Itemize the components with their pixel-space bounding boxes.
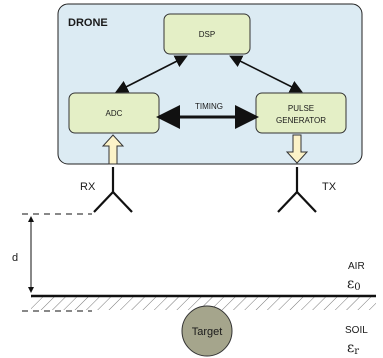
soil-eps-sub: r: [354, 346, 359, 357]
drone-title: DRONE: [68, 17, 108, 29]
pulse-generator-block: [255, 92, 347, 134]
pulse-label-line1: PULSE: [288, 104, 314, 113]
dsp-pulse-arrow: [229, 55, 303, 93]
rx-signal-arrow: [101, 134, 125, 165]
soil-permittivity: εr: [347, 340, 359, 357]
adc-label: ADC: [106, 109, 123, 118]
dsp-adc-arrow: [115, 55, 188, 93]
timing-label: TIMING: [195, 102, 223, 111]
dsp-block: [163, 13, 251, 55]
air-permittivity: ε0: [347, 276, 361, 293]
tx-label: TX: [322, 181, 337, 193]
rx-antenna: [93, 167, 133, 213]
air-label: AIR: [348, 261, 365, 272]
air-eps-sub: 0: [354, 282, 360, 293]
soil-eps-symbol: ε: [347, 340, 354, 356]
target-label: Target: [192, 326, 223, 338]
dsp-label: DSP: [199, 30, 215, 39]
soil-label: SOIL: [345, 325, 368, 336]
soil-region: [31, 296, 376, 310]
height-label: d: [12, 252, 18, 264]
target-object: [181, 305, 233, 357]
rx-label: RX: [80, 181, 96, 193]
tx-signal-arrow: [285, 134, 309, 164]
tx-antenna: [277, 167, 317, 213]
pulse-label-line2: GENERATOR: [276, 116, 326, 125]
air-eps-symbol: ε: [347, 276, 354, 292]
